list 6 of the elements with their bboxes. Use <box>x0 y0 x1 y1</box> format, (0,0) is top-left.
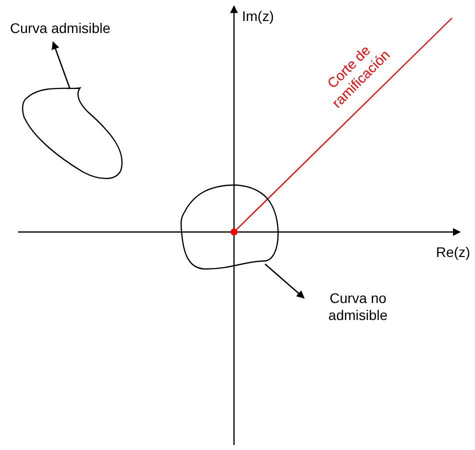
leader-arrow <box>264 264 305 299</box>
curve-label: Curva admisible <box>10 20 150 37</box>
axis-label: Re(z) <box>436 244 470 261</box>
leader-arrow <box>52 41 71 90</box>
axis-label: Im(z) <box>242 8 274 25</box>
curve-label: Curva no admisible <box>308 290 408 324</box>
